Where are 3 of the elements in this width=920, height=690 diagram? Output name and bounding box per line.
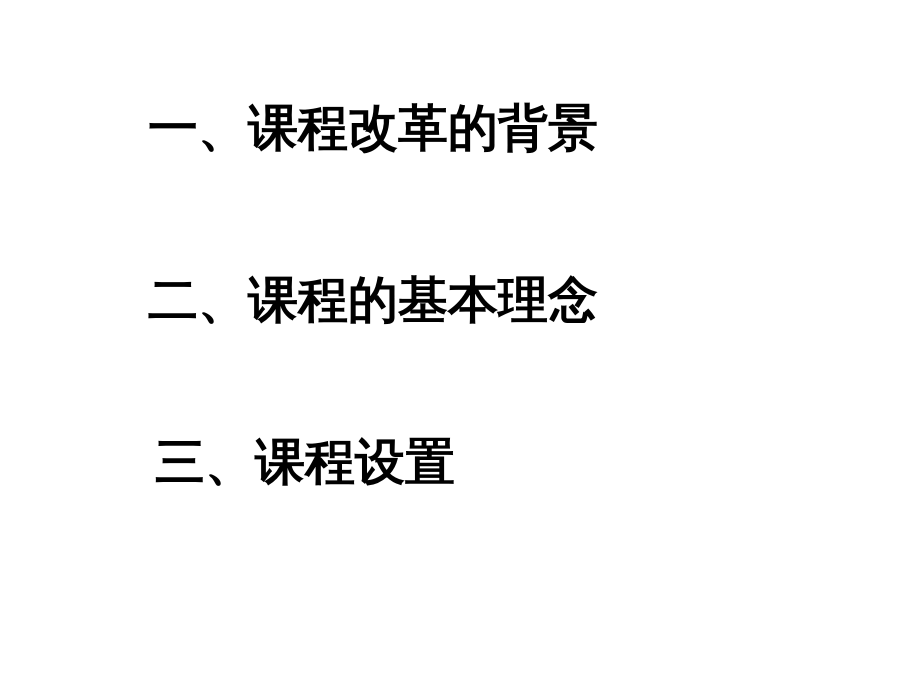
heading-text: 二、课程的基本理念: [148, 270, 598, 330]
heading-text: 一、课程改革的背景: [148, 98, 598, 158]
heading-text: 三、课程设置: [155, 432, 455, 492]
